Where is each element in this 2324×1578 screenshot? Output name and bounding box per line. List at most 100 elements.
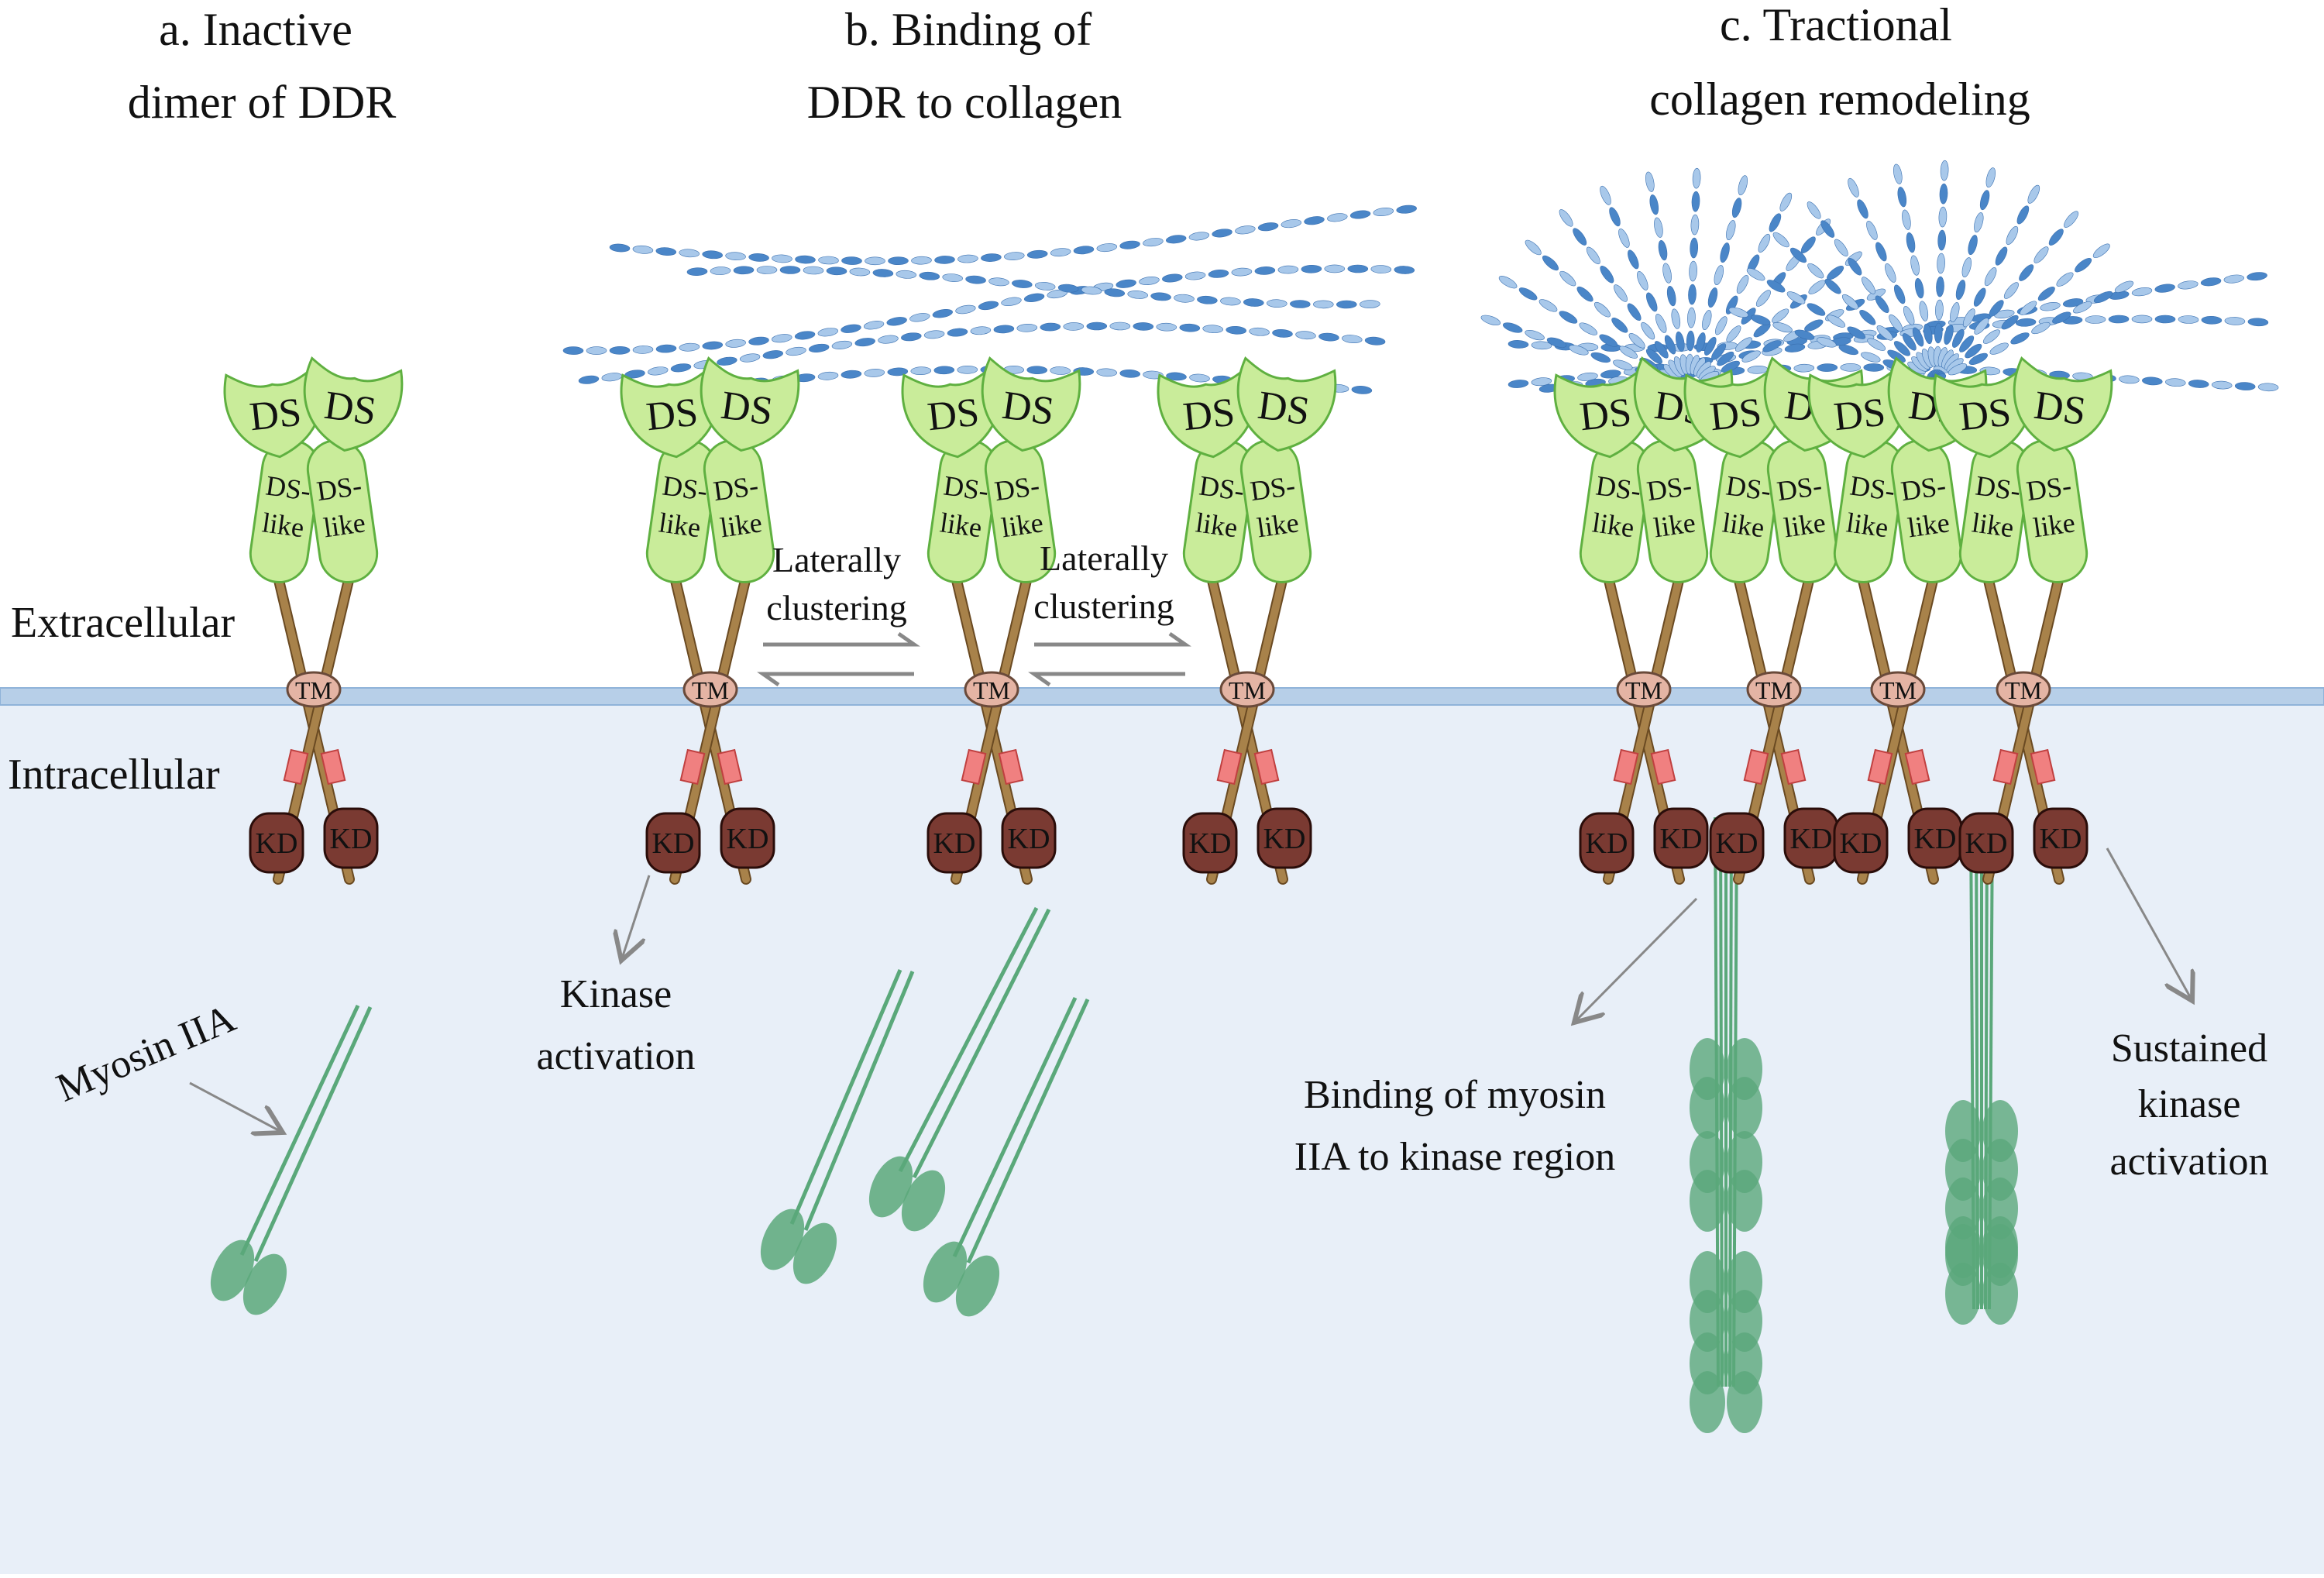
kinase-activation-line1: Kinase (560, 972, 672, 1016)
ds-domain: DS (981, 356, 1081, 452)
kinase-domain: KD (645, 812, 701, 874)
panel-c-title-line2: collagen remodeling (1649, 74, 2030, 125)
ds-domain: DS (1683, 363, 1783, 459)
ds-like-label: DS- (661, 469, 710, 507)
kd-label: KD (2040, 823, 2082, 855)
ds-like-label: DS- (1899, 469, 1948, 507)
kd-label: KD (1840, 827, 1882, 860)
ds-like-label: like (1782, 507, 1827, 543)
tm-label: TM (1625, 676, 1662, 704)
collagen-strand (578, 321, 1386, 384)
kinase-domain: KD (1257, 807, 1312, 869)
kd-label: KD (1189, 827, 1232, 860)
equilibrium-arrow-1 (757, 631, 920, 687)
ds-like-domain: DS-like (1958, 439, 2031, 583)
ds-like-label: like (260, 507, 306, 543)
kinase-activation-line2: activation (536, 1034, 695, 1078)
kinase-domain: KD (249, 812, 304, 874)
ds-like-label: DS- (264, 469, 313, 507)
kinase-domain: KD (1182, 812, 1238, 874)
panel-b-title-line2: DDR to collagen (807, 77, 1122, 128)
collagen-fan-strand (1932, 160, 1949, 390)
ds-domain: DS (700, 356, 800, 452)
ds-like-label: DS- (942, 469, 991, 507)
myosin-bundle-1 (1690, 817, 1762, 1433)
kinase-domain: KD (1653, 807, 1709, 869)
collagen-fibrils (562, 160, 2279, 398)
ds-like-label: DS- (1198, 469, 1246, 507)
extracellular-label: Extracellular (11, 599, 235, 647)
transmembrane-domain: TM (1219, 671, 1275, 708)
ds-like-label: like (718, 507, 764, 543)
panel-c-title-line1: c. Tractional (1720, 0, 1952, 50)
ds-domain: DS (901, 363, 1001, 459)
ds-label: DS (999, 383, 1057, 435)
clustering-label-1a: Laterally (772, 540, 901, 579)
myosin-filament-b3 (923, 996, 1090, 1317)
panel-a-title-line1: a. Inactive (159, 4, 352, 55)
ds-label: DS (645, 390, 700, 440)
ds-like-domain: DS-like (1239, 439, 1312, 583)
kinase-domain: KD (1709, 812, 1765, 874)
tm-label: TM (692, 676, 729, 704)
ds-domain: DS (1157, 363, 1257, 459)
ds-like-label: DS- (315, 469, 363, 507)
clustering-label-2b: clustering (1033, 586, 1174, 626)
kinase-domain: KD (1907, 807, 1963, 869)
transmembrane-domain: TM (1996, 671, 2051, 708)
ds-domain: DS (303, 356, 404, 452)
ds-like-label: DS- (1775, 469, 1824, 507)
ds-like-label: DS- (1724, 469, 1773, 507)
annotation-arrows (189, 847, 2192, 1133)
kd-label: KD (1790, 823, 1833, 855)
kd-label: KD (330, 823, 373, 855)
ds-like-domain: DS-like (2016, 439, 2089, 583)
ds-like-label: like (1721, 507, 1766, 543)
ds-label: DS (926, 390, 982, 440)
kinase-domain: KD (2033, 807, 2089, 869)
binding-myosin-line1: Binding of myosin (1304, 1073, 1606, 1117)
ds-like-label: like (321, 507, 367, 543)
equilibrium-arrow-2 (1028, 631, 1191, 687)
panel-a-title-line2: dimer of DDR (128, 77, 397, 128)
sustained-line2: kinase (2138, 1082, 2241, 1126)
ds-label: DS (1255, 383, 1312, 435)
ds-label: DS (1181, 390, 1237, 440)
ds-like-domain: DS-like (306, 439, 379, 583)
clustering-label-2a: Laterally (1040, 538, 1168, 578)
ds-like-label: like (1194, 507, 1239, 543)
tm-label: TM (2005, 676, 2042, 704)
transmembrane-domain: TM (1870, 671, 1926, 708)
kd-label: KD (1716, 827, 1758, 860)
kd-label: KD (933, 827, 976, 860)
sustained-line1: Sustained (2111, 1026, 2267, 1071)
binding-myosin-line2: IIA to kinase region (1294, 1135, 1615, 1179)
ds-domain: DS (1553, 363, 1653, 459)
ds-like-domain: DS-like (1890, 439, 1963, 583)
kinase-domain: KD (1001, 807, 1057, 869)
ds-label: DS (248, 390, 304, 440)
kinase-domain: KD (1783, 807, 1839, 869)
ds-label: DS (321, 383, 379, 435)
cell-membrane (0, 687, 2324, 706)
kinase-activation-arrow (621, 875, 651, 961)
ds-like-label: like (1844, 507, 1890, 543)
myosin-bundle-2 (1945, 820, 2018, 1325)
kinase-domain: KD (323, 807, 379, 869)
ds-like-label: like (2031, 507, 2077, 543)
tm-label: TM (1879, 676, 1917, 704)
sustained-line3: activation (2109, 1140, 2268, 1184)
ds-like-label: like (1970, 507, 2016, 543)
ds-like-label: DS- (711, 469, 760, 507)
ds-label: DS (1708, 390, 1764, 440)
ds-domain: DS (2013, 356, 2113, 452)
ds-like-label: like (657, 507, 703, 543)
ds-like-label: DS- (992, 469, 1041, 507)
ds-label: DS (1832, 390, 1888, 440)
